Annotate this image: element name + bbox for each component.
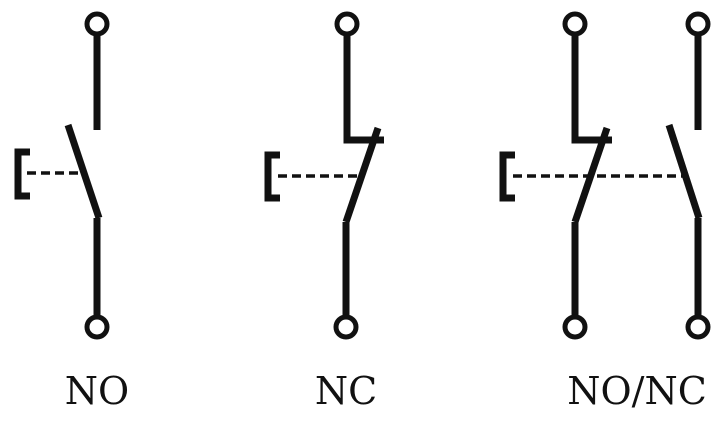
no-nc-no-movable-contact [665,123,703,220]
nc-bottom-terminal [333,314,359,340]
nc-label: NC [315,369,377,413]
nc-top-terminal [334,11,360,37]
no-nc-label: NO/NC [567,369,707,413]
no-nc-right-bottom-terminal [685,314,711,340]
no-label: NO [65,369,129,413]
no-nc-switch-symbol [499,11,711,340]
no-top-terminal [84,11,110,37]
no-nc-left-bottom-terminal [562,314,588,340]
no-nc-left-top-terminal [562,11,588,37]
no-nc-pushbutton-actuator-icon [499,151,515,202]
no-pushbutton-actuator-icon [14,148,30,200]
nc-top-lead [343,34,384,144]
no-nc-left-top-lead [571,34,612,144]
nc-pushbutton-actuator-icon [264,151,280,202]
no-nc-right-top-terminal [685,11,711,37]
no-switch-symbol [14,11,110,340]
nc-switch-symbol [264,11,384,340]
no-bottom-terminal [84,314,110,340]
no-movable-contact [64,123,103,220]
nc-movable-contact [342,126,382,224]
